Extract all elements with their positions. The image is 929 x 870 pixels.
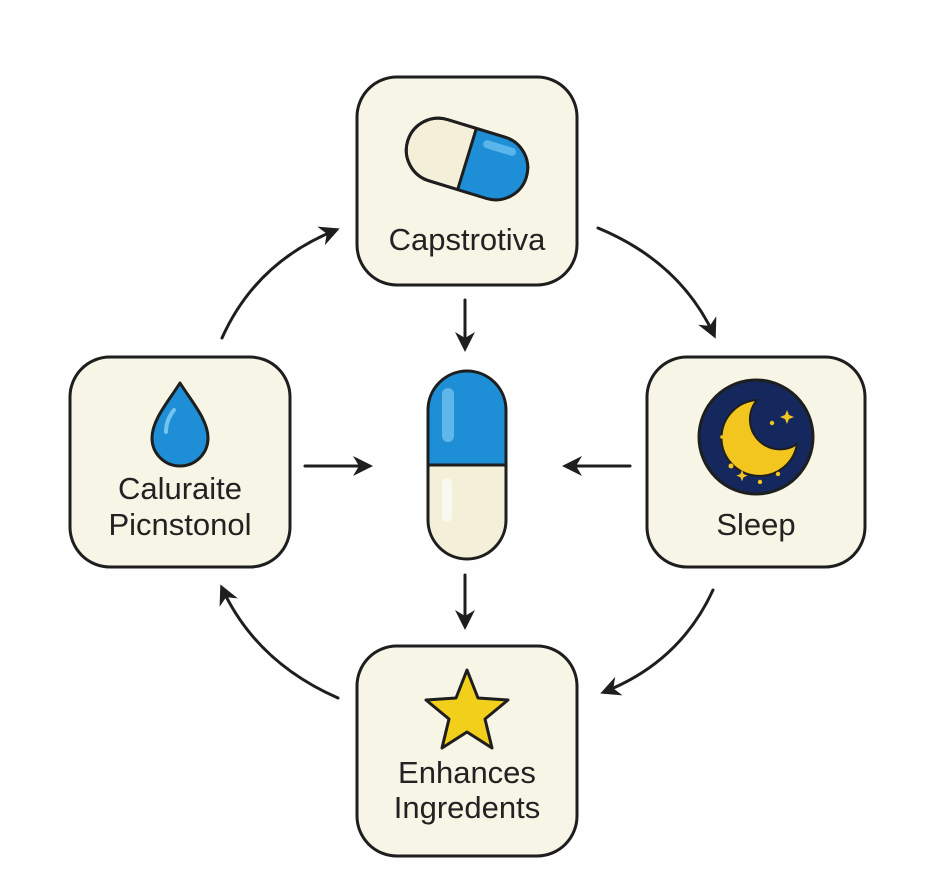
arrow-bottom-to-left [219,584,340,700]
moon-stars-icon [697,378,815,496]
node-top: Capstrotiva [355,75,579,287]
node-right: Sleep [645,355,867,569]
cycle-arrows [219,226,717,700]
node-right-label: Sleep [716,507,795,542]
node-top-label: Capstrotiva [389,222,547,257]
node-bottom-label-line-2: Ingredents [394,790,541,825]
node-bottom-label-line-1: Enhances [398,755,536,790]
arrow-left-to-top [220,226,340,340]
center-capsule-icon [426,369,508,561]
inner-arrows [303,298,632,630]
water-drop-icon [150,381,210,468]
node-left-label-line-1: Caluraite [118,471,242,506]
arrow-right-to-bottom [600,588,715,696]
node-left: Caluraite Picnstonol [68,355,292,569]
node-left-label-line-2: Picnstonol [108,507,251,542]
star-icon [424,668,510,750]
node-bottom: Enhances Ingredents [355,644,579,858]
capsule-icon [404,116,530,202]
node-bottom-card [355,644,579,858]
arrow-top-to-right [596,226,717,339]
